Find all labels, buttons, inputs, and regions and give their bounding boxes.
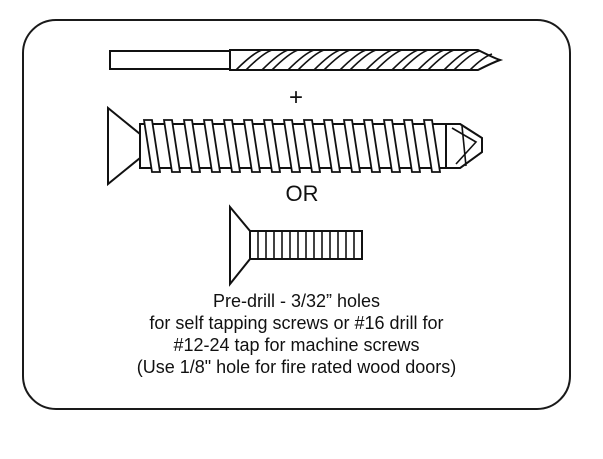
instructions-text: Pre-drill - 3/32” holes for self tapping… [24,290,569,378]
self-tapping-screw-icon [107,105,483,187]
drill-bit-shank [109,50,231,70]
plus-symbol: + [288,84,303,111]
machine-screw-head [229,204,251,287]
or-label: OR [285,181,319,206]
instruction-line-3: #12-24 tap for machine screws [173,335,420,355]
machine-screw-threads [257,231,355,259]
instruction-line-2: for self tapping screws or #16 drill for [149,313,444,333]
screw-head [107,105,141,187]
screw-point-flute [451,127,478,165]
machine-screw-icon [229,204,363,287]
screw-threads [142,119,442,173]
instruction-line-4: (Use 1/8" hole for fire rated wood doors… [136,357,457,377]
instruction-card [22,19,571,410]
drill-bit-flutes [235,49,493,71]
instruction-line-1: Pre-drill - 3/32” holes [212,291,381,311]
drill-bit-icon [109,49,504,71]
drill-bit-flutes-outline [229,49,504,71]
